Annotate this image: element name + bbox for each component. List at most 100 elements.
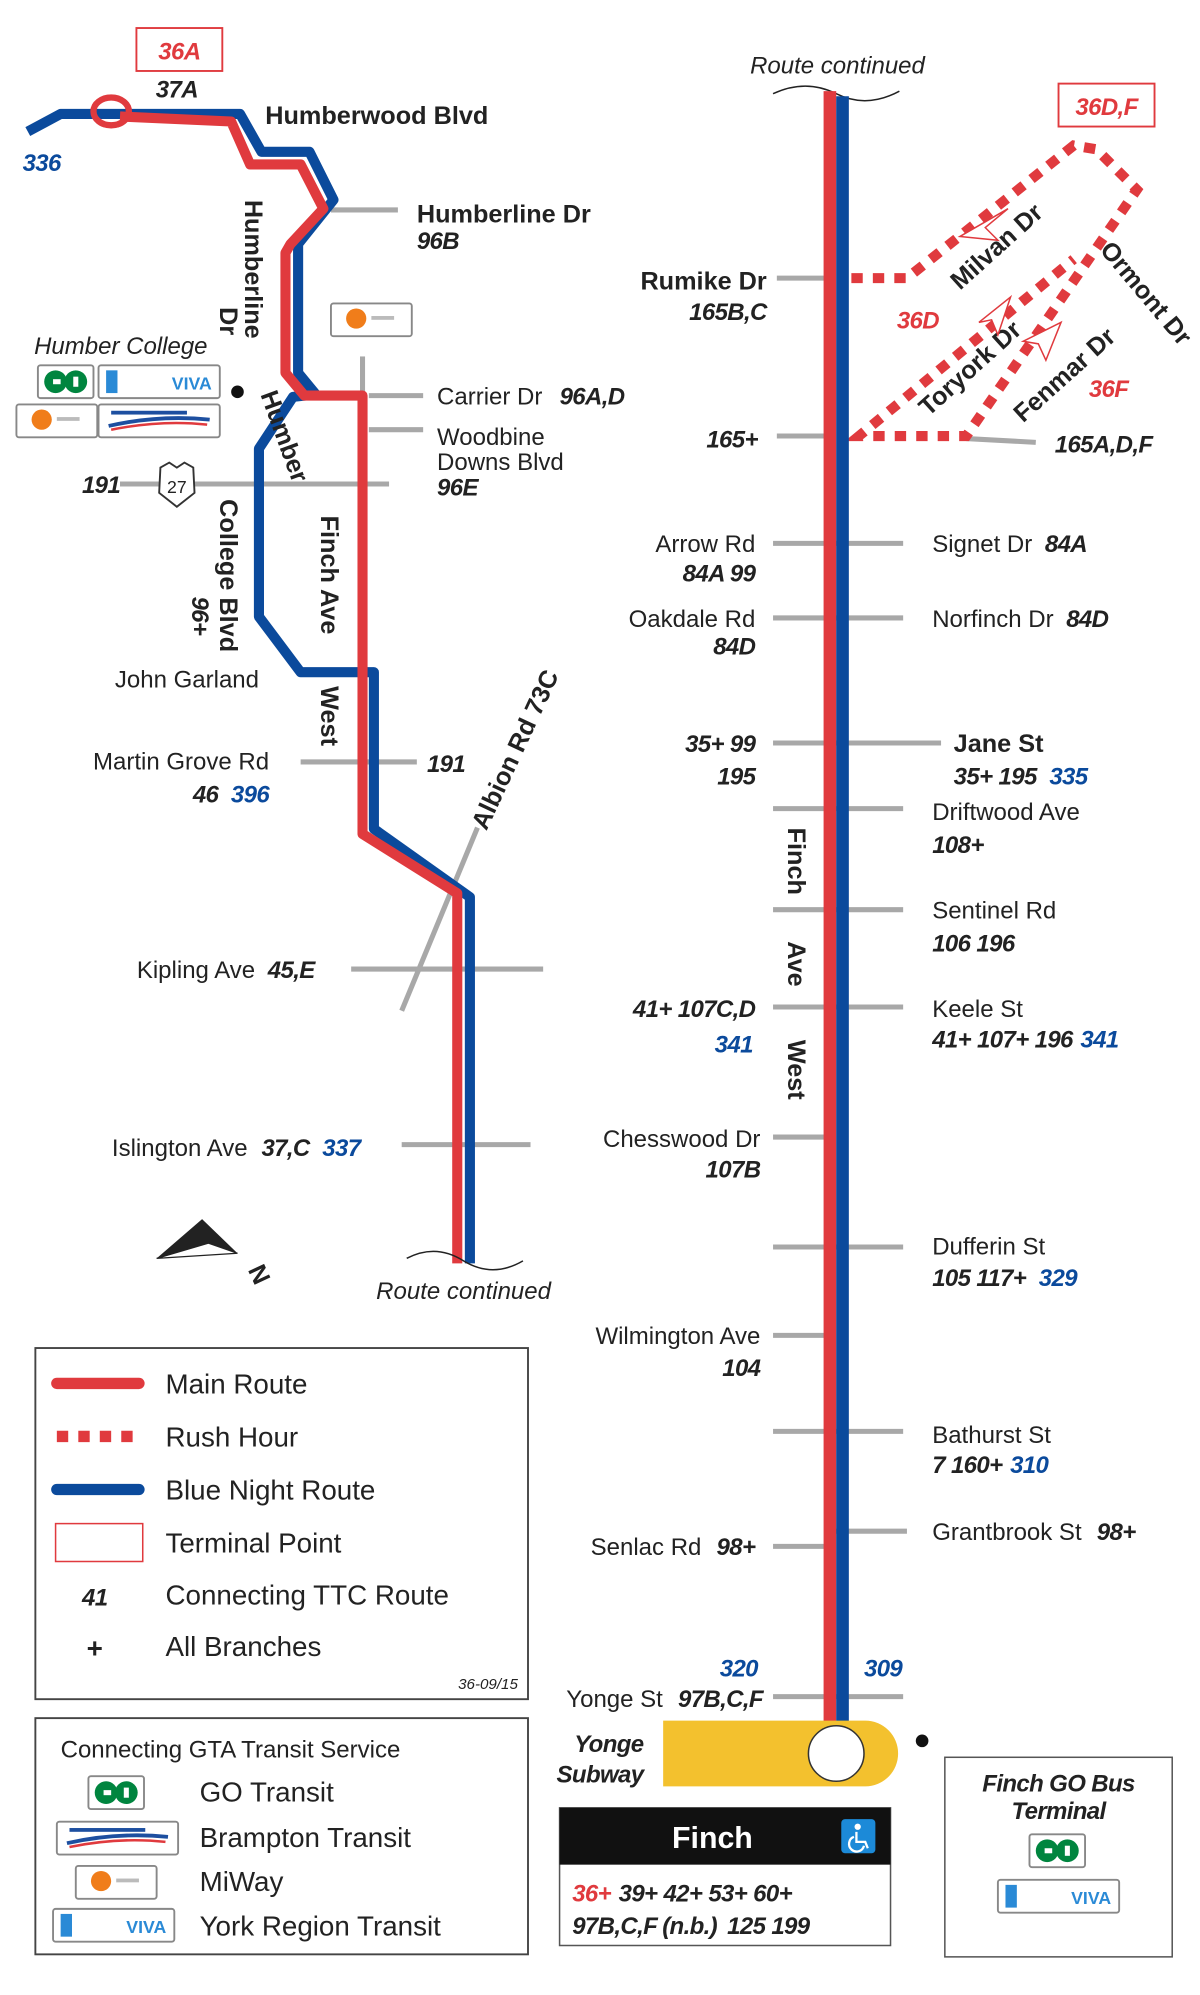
- go-logo: [36, 364, 95, 400]
- viva-logo: [97, 364, 221, 400]
- street-humberline-vertical-dr: Dr: [214, 307, 242, 335]
- street-humber-college-blvd-2: College Blvd: [214, 499, 242, 652]
- street-sentinel: Sentinel Rd: [932, 898, 1056, 925]
- street-wilmington: Wilmington Ave: [595, 1323, 760, 1350]
- street-humberline: Humberline Dr: [417, 201, 591, 229]
- go-terminal-title-1: Finch GO Bus: [982, 1770, 1135, 1797]
- street-chesswood: Chesswood Dr: [603, 1126, 760, 1153]
- routes-carrier: 96A,D: [560, 383, 625, 410]
- highway-27-shield: 27: [158, 461, 196, 508]
- viva-logo: [52, 1907, 176, 1943]
- routes-kipling: 45,E: [267, 957, 316, 984]
- highway-27-number: 27: [167, 477, 187, 497]
- terminal-label-36df: 36D,F: [1075, 94, 1139, 121]
- subway-label-2: Subway: [557, 1762, 646, 1789]
- street-albion: Albion Rd 73C: [466, 666, 564, 834]
- route-336: 336: [23, 150, 62, 177]
- routes-wilmington: 104: [722, 1355, 760, 1382]
- legend-label: Main Route: [165, 1368, 307, 1399]
- legend-terminal-swatch: [54, 1522, 144, 1563]
- route-continued-bottom: Route continued: [376, 1278, 551, 1305]
- street-humberwood: Humberwood Blvd: [265, 102, 488, 130]
- brampton-logo: [54, 1819, 181, 1857]
- brampton-logo: [96, 402, 222, 440]
- street-islington: Islington Ave: [112, 1135, 248, 1162]
- routes-martin-grove-right: 191: [427, 751, 465, 778]
- gta-item-yrt: York Region Transit: [200, 1910, 442, 1941]
- routes-woodbine: 96E: [437, 474, 479, 501]
- finch-station-marker[interactable]: [807, 1724, 865, 1783]
- routes-hwy27: 191: [82, 472, 120, 499]
- routes-arrow: 84A 99: [683, 560, 757, 587]
- street-jane: Jane St: [954, 730, 1044, 758]
- main-route-west: [119, 111, 463, 1264]
- routes-dufferin: 105 117+329: [932, 1265, 1078, 1292]
- street-rumike: Rumike Dr: [640, 268, 766, 296]
- routes-rumike: 165B,C: [689, 299, 768, 326]
- miway-logo: [329, 302, 413, 338]
- branch-label-36f: 36F: [1089, 376, 1130, 403]
- street-ave-vertical: Ave: [782, 941, 810, 986]
- cross-street-albion: [399, 826, 480, 1012]
- miway-logo: [74, 1864, 158, 1900]
- north-arrow-icon: N: [156, 1219, 275, 1289]
- gta-item-brampton: Brampton Transit: [200, 1822, 412, 1853]
- routes-jane-left-2: 195: [717, 764, 756, 791]
- street-keele: Keele St: [932, 996, 1023, 1023]
- routes-165-right: 165A,D,F: [1055, 431, 1155, 458]
- legend-label: Rush Hour: [165, 1422, 298, 1453]
- street-martin-grove: Martin Grove Rd: [93, 749, 269, 776]
- finch-routes-1: 36+39+ 42+ 53+ 60+: [572, 1880, 792, 1907]
- cross-streets: [773, 275, 1036, 1700]
- accessible-icon: [841, 1819, 876, 1854]
- legend-route-symbol: 41: [81, 1585, 108, 1612]
- route-37a: 37A: [156, 76, 198, 103]
- east-section: Route continued 36D,F Mil: [557, 52, 1197, 1958]
- terminal-loop: [90, 94, 132, 129]
- routes-driftwood: 108+: [932, 832, 984, 859]
- finch-station-name: Finch: [672, 1822, 753, 1855]
- gta-legend: Connecting GTA Transit Service GO Transi…: [34, 1717, 529, 1956]
- street-finch-ave: Finch Ave: [315, 516, 343, 635]
- routes-jane-left-1: 35+ 99: [685, 731, 757, 758]
- night-309: 309: [864, 1655, 903, 1682]
- gta-item-miway: MiWay: [200, 1866, 284, 1897]
- direction-arrow-icon: [978, 294, 1013, 338]
- legend-label: Terminal Point: [165, 1528, 341, 1559]
- street-driftwood: Driftwood Ave: [932, 799, 1080, 826]
- routes-chesswood: 107B: [706, 1156, 761, 1183]
- street-woodbine-2: Downs Blvd: [437, 449, 564, 476]
- rush-hour-route-36d-f: [844, 140, 1144, 442]
- street-west-vertical: West: [782, 1040, 810, 1100]
- street-milvan: Milvan Dr: [945, 198, 1048, 295]
- routes-oakdale: 84D: [713, 634, 755, 661]
- routes-keele-left: 41+ 107C,D: [632, 996, 756, 1023]
- routes-sentinel: 106 196: [932, 930, 1016, 957]
- street-bathurst: Bathurst St: [932, 1422, 1051, 1449]
- terminal-box-36df: [1057, 82, 1156, 128]
- legend-branches-symbol: +: [87, 1632, 103, 1663]
- street-finch-west: West: [315, 686, 343, 746]
- legend-code: 36-09/15: [458, 1676, 518, 1693]
- finch-routes-2: 97B,C,F(n.b.)125 199: [572, 1913, 811, 1940]
- gta-item-go: GO Transit: [200, 1776, 335, 1807]
- route-continued-top: Route continued: [750, 52, 925, 79]
- stop-dot: [915, 1734, 929, 1748]
- west-section: 36A 37A 336 Humberwood Blvd Humberline D…: [15, 27, 625, 1305]
- street-finch-vertical: Finch: [782, 828, 810, 895]
- night-keele-left: 341: [715, 1031, 753, 1058]
- legend-label: Connecting TTC Route: [165, 1579, 448, 1610]
- legend: 41 + Main Route Rush Hour Blue Night Rou…: [34, 1347, 529, 1701]
- legend-label: All Branches: [165, 1631, 321, 1662]
- terminal-box-36a: [135, 27, 224, 72]
- direction-arrow-icon: [1020, 320, 1063, 363]
- go-terminal-title-2: Terminal: [1011, 1798, 1107, 1825]
- viva-logo: [996, 1878, 1121, 1914]
